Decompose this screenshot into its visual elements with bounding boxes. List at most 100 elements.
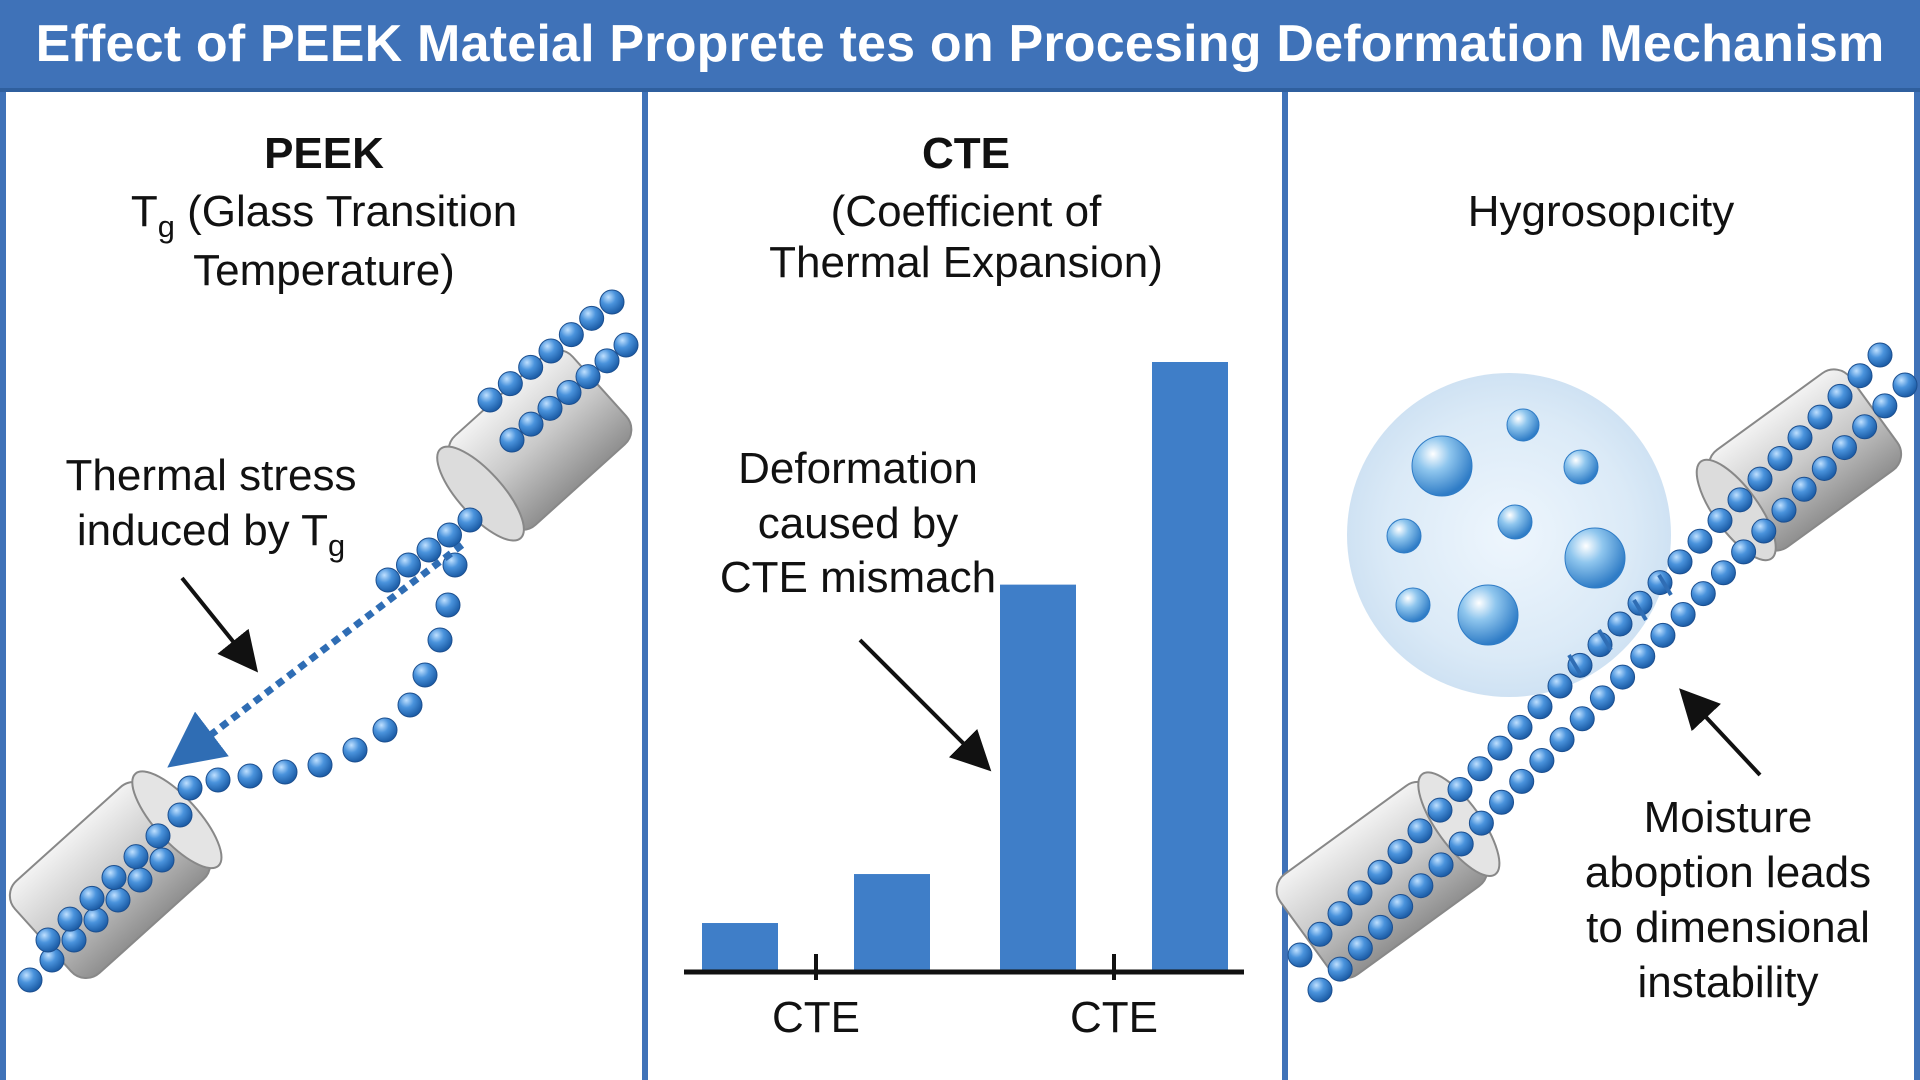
polymer-bead (1468, 810, 1494, 836)
polymer-bead (1747, 466, 1773, 492)
polymer-bead (1347, 935, 1373, 961)
polymer-bead (149, 847, 175, 873)
annotation-line2: caused by (757, 498, 959, 548)
polymer-bead (1327, 956, 1353, 982)
polymer-bead (537, 395, 563, 421)
x-tick-label: CTE (1070, 993, 1158, 1042)
polymer-bead (1727, 487, 1753, 513)
polymer-bead (1567, 652, 1593, 678)
polymer-bead (575, 364, 601, 390)
water-droplet (1506, 408, 1540, 442)
title-banner: Effect of PEEK Mateial Proprete tes on P… (0, 0, 1920, 92)
water-droplet (1395, 587, 1431, 623)
polymer-bead (1589, 685, 1615, 711)
polymer-bead (1791, 476, 1817, 502)
polymer-bead (1408, 873, 1434, 899)
polymer-bead (1327, 901, 1353, 927)
polymer-bead (613, 332, 639, 358)
polymer-bead (1670, 601, 1696, 627)
polymer-bead (1549, 727, 1575, 753)
polymer-bead (579, 305, 605, 331)
polymer-bead (538, 338, 564, 364)
panel-subtitle: (Coefficient of Thermal Expansion) (648, 186, 1284, 289)
polymer-bead (127, 867, 153, 893)
polymer-bead (1847, 363, 1873, 389)
polymer-bead (1388, 894, 1414, 920)
polymer-bead (1690, 581, 1716, 607)
polymer-bead (1367, 859, 1393, 885)
polymer-bead (205, 767, 231, 793)
bar-2-2 (1152, 362, 1228, 972)
polymer-bead (477, 387, 503, 413)
panel-heading: CTE (922, 129, 1010, 178)
polymer-chain-peek (17, 289, 639, 993)
cylinder-top-right (436, 349, 633, 542)
polymer-bead (1892, 372, 1918, 398)
polymer-bead (1527, 694, 1553, 720)
polymer-bead (412, 662, 438, 688)
subtitle-line2: Temperature) (193, 245, 455, 295)
polymer-bead (1872, 393, 1898, 419)
polymer-bead (167, 802, 193, 828)
water-droplet (1497, 504, 1533, 540)
polymer-bead (105, 887, 131, 913)
water-droplet (1563, 449, 1599, 485)
annotation-line1: Thermal stress (65, 451, 357, 500)
polymer-bead (272, 759, 298, 785)
polymer-bead (1630, 643, 1656, 669)
polymer-bead (1650, 622, 1676, 648)
polymer-bead (427, 627, 453, 653)
polymer-bead (437, 522, 462, 548)
polymer-bead (61, 927, 87, 953)
polymer-bead (1610, 664, 1636, 690)
annotation-sub: g (328, 527, 346, 563)
polymer-bead (1427, 797, 1453, 823)
water-droplet (1411, 435, 1473, 497)
polymer-bead (1467, 756, 1493, 782)
polymer-bead (1489, 789, 1515, 815)
polymer-bead (1831, 435, 1857, 461)
polymer-bead (307, 752, 333, 778)
polymer-bead (1707, 508, 1733, 534)
polymer-bead (57, 906, 83, 932)
polymer-bead (1767, 445, 1793, 471)
polymer-bead (123, 844, 149, 870)
bar-1-1 (702, 923, 778, 972)
polymer-bead (499, 427, 525, 453)
polymer-bead (1771, 497, 1797, 523)
annotation-line2: abоption leads (1584, 848, 1872, 897)
polymer-bead (1787, 425, 1813, 451)
subtitle-line2: Thermal Expansion) (769, 238, 1163, 288)
polymer-bead (1710, 560, 1736, 586)
polymer-bead (1827, 383, 1853, 409)
cte-mismatch-arrow (858, 638, 992, 772)
polymer-bead (375, 567, 401, 593)
polymer-bead (1607, 611, 1633, 637)
polymer-bead (518, 354, 544, 380)
polymer-bead (177, 775, 203, 801)
polymer-bead (1428, 852, 1454, 878)
polymer-bead (145, 823, 171, 849)
polymer-bead (1807, 404, 1833, 430)
polymer-bead (397, 692, 423, 718)
polymer-bead (79, 885, 105, 911)
polymer-bead (101, 865, 127, 890)
polymer-bead (1627, 590, 1653, 616)
polymer-bead (1667, 549, 1693, 575)
polymer-bead (1852, 414, 1878, 440)
polymer-bead (599, 289, 625, 315)
polymer-bead (556, 380, 582, 405)
polymer-bead (518, 411, 544, 437)
subtitle-line1: (Coefficient of (830, 187, 1102, 236)
moisture-arrow (1679, 688, 1762, 777)
polymer-bead (497, 371, 523, 397)
polymer-bead (1569, 706, 1595, 732)
polymer-bead (558, 322, 584, 348)
polymer-bead (17, 967, 43, 993)
polymer-bead (457, 507, 483, 533)
annotation-line2: induced by T (76, 506, 328, 555)
annotation-line3: to dimensional (1586, 903, 1870, 952)
panel-heading: PEEK (264, 129, 384, 178)
